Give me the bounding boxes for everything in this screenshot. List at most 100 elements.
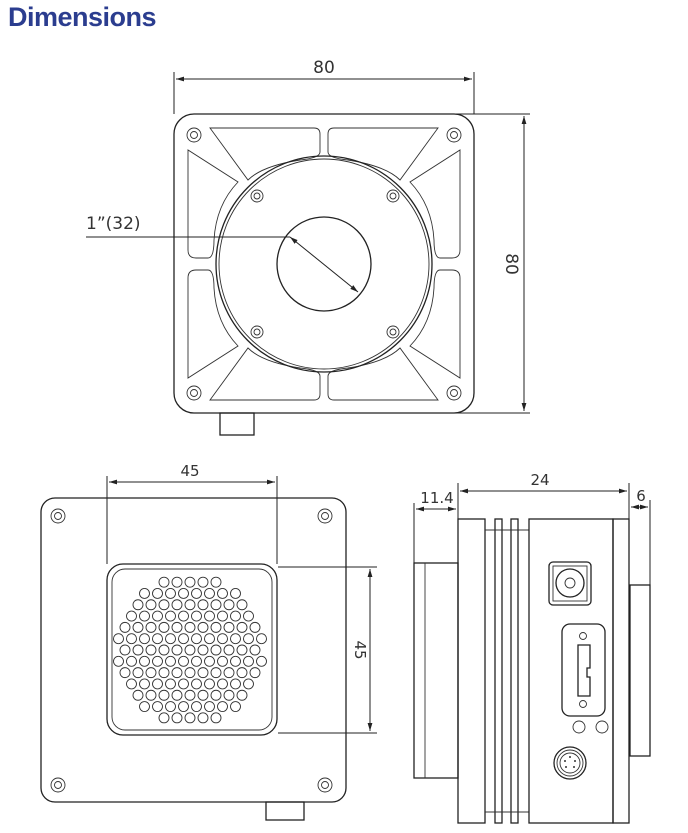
vent-hole (210, 576, 222, 588)
vent-hole (119, 644, 131, 656)
vent-hole (145, 599, 157, 611)
vent-hole (210, 644, 222, 656)
vent-hole (158, 689, 170, 701)
power-port (548, 561, 592, 606)
vent-hole (184, 689, 196, 701)
heatsink-panel (106, 563, 278, 736)
vent-hole (191, 588, 202, 599)
vent-hole (165, 588, 176, 599)
vent-hole-grid (113, 576, 267, 724)
vent-hole (139, 588, 150, 599)
vent-hole (210, 599, 222, 611)
vent-hole (184, 667, 196, 679)
vent-hole (184, 621, 196, 633)
vent-hole (223, 621, 235, 633)
vent-hole (191, 610, 202, 622)
vent-hole (243, 633, 254, 645)
vent-hole (243, 655, 254, 667)
vent-hole (204, 655, 215, 667)
vent-hole (230, 678, 241, 690)
vent-hole (113, 633, 124, 645)
vent-hole (197, 599, 209, 611)
vent-hole (204, 610, 215, 622)
vent-hole (178, 588, 189, 599)
vent-hole (197, 712, 209, 724)
vent-hole (184, 712, 196, 724)
status-led (595, 720, 609, 734)
vent-hole (158, 644, 170, 656)
vent-hole (191, 701, 202, 712)
vent-hole (217, 655, 228, 667)
vent-hole (249, 644, 261, 656)
lens-mount-opening (276, 216, 372, 312)
vent-hole (230, 633, 241, 645)
vent-hole (139, 633, 150, 645)
vent-hole (256, 655, 267, 667)
vent-hole (165, 655, 176, 667)
vent-hole (145, 621, 157, 633)
vent-hole (243, 610, 254, 622)
vent-hole (152, 610, 163, 622)
vent-hole (145, 644, 157, 656)
front-view: 80 80 1”(32) (86, 58, 530, 436)
vent-hole (184, 599, 196, 611)
vent-hole (210, 712, 222, 724)
vent-hole (223, 667, 235, 679)
vent-hole (236, 644, 248, 656)
vent-hole (178, 633, 189, 645)
vent-hole (197, 621, 209, 633)
flange-depth-label: 11.4 (420, 489, 453, 507)
vent-hole (139, 678, 150, 690)
rear-depth-label: 6 (636, 487, 646, 505)
vent-hole (197, 576, 209, 588)
page-title: Dimensions (8, 2, 157, 32)
vent-hole (158, 667, 170, 679)
vent-hole (204, 701, 215, 712)
vent-hole (132, 689, 144, 701)
side-view: 11.4 24 6 (413, 471, 651, 824)
vent-hole (171, 667, 183, 679)
vent-hole (197, 667, 209, 679)
vent-hole (165, 633, 176, 645)
vent-hole (132, 621, 144, 633)
vent-hole (171, 599, 183, 611)
back-view: 45 45 (40, 462, 377, 821)
vent-hole (204, 678, 215, 690)
vent-hole (152, 588, 163, 599)
vent-hole (236, 689, 248, 701)
back-height-label: 45 (351, 640, 369, 659)
vent-hole (210, 689, 222, 701)
vent-hole (243, 678, 254, 690)
usb-port-panel (561, 623, 606, 717)
vent-hole (217, 701, 228, 712)
vent-hole (217, 610, 228, 622)
vent-hole (210, 667, 222, 679)
vent-hole (223, 689, 235, 701)
vent-hole (230, 701, 241, 712)
front-width-label: 80 (313, 58, 335, 78)
vent-hole (197, 689, 209, 701)
vent-hole (152, 633, 163, 645)
vent-hole (119, 621, 131, 633)
vent-hole (204, 633, 215, 645)
front-height-label: 80 (501, 253, 521, 275)
vent-hole (249, 621, 261, 633)
vent-hole (152, 655, 163, 667)
vent-hole (217, 588, 228, 599)
vent-hole (126, 610, 137, 622)
vent-hole (165, 610, 176, 622)
vent-hole (171, 621, 183, 633)
vent-hole (139, 655, 150, 667)
usb-port (577, 644, 591, 697)
mount-label: 1”(32) (86, 214, 141, 234)
vent-hole (126, 633, 137, 645)
vent-hole (171, 576, 183, 588)
vent-hole (217, 678, 228, 690)
vent-hole (236, 599, 248, 611)
vent-hole (178, 610, 189, 622)
vent-hole (249, 667, 261, 679)
vent-hole (158, 599, 170, 611)
vent-hole (171, 712, 183, 724)
vent-hole (217, 633, 228, 645)
